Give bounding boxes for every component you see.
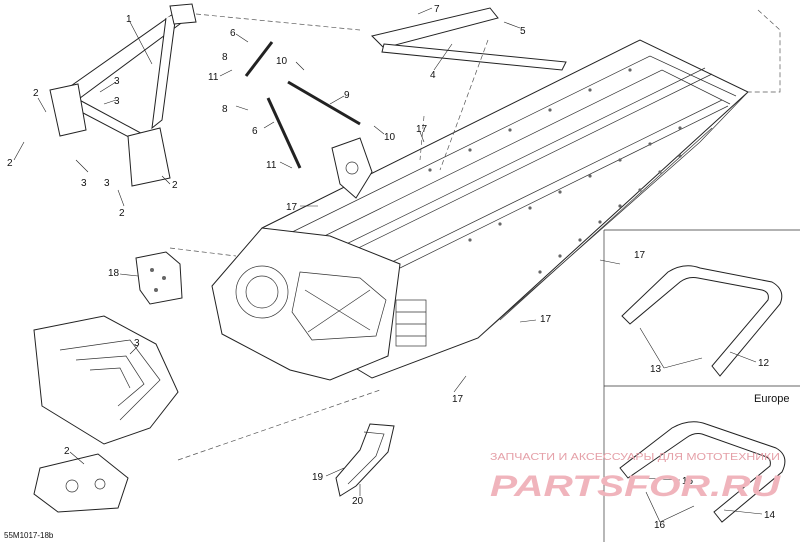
callout-19: 19 [312, 472, 324, 483]
support-rod-6-lower [266, 97, 302, 169]
callout-3: 3 [114, 76, 120, 87]
callout-18: 18 [108, 268, 120, 279]
document-code: 55M1017-18b [4, 531, 54, 540]
callout-12: 12 [758, 358, 770, 369]
steering-support-1 [49, 3, 197, 187]
callout-6: 6 [252, 126, 258, 137]
watermark-logo: PARTSFOR.RU [490, 470, 782, 503]
callout-2: 2 [64, 446, 70, 457]
upper-support-4 [371, 7, 567, 71]
callout-labels: 1 2 2 2 2 2 3 3 3 3 3 4 5 6 6 7 8 8 9 10… [7, 4, 776, 531]
callout-9: 9 [344, 90, 350, 101]
tunnel-assembly [211, 39, 749, 381]
callout-17: 17 [540, 314, 552, 325]
callout-3: 3 [81, 178, 87, 189]
callout-10: 10 [276, 56, 288, 67]
callout-3: 3 [114, 96, 120, 107]
watermark: ЗАПЧАСТИ И АКСЕССУАРЫ ДЛЯ МОТОТЕХНИКИ PA… [490, 452, 782, 503]
callout-13: 13 [650, 364, 662, 375]
callout-16: 16 [654, 520, 666, 531]
watermark-text: ЗАПЧАСТИ И АКСЕССУАРЫ ДЛЯ МОТОТЕХНИКИ [490, 452, 780, 463]
callout-3: 3 [104, 178, 110, 189]
callout-15: 15 [682, 476, 694, 487]
front-bracket-2 [33, 453, 129, 513]
leader-lines [13, 7, 763, 523]
callout-4: 4 [430, 70, 436, 81]
callout-17: 17 [634, 250, 646, 261]
rear-bumper-14 [619, 421, 786, 523]
callout-10: 10 [384, 132, 396, 143]
callout-3: 3 [134, 338, 140, 349]
support-rod-9 [287, 80, 361, 126]
callout-14: 14 [764, 510, 776, 521]
callout-2: 2 [172, 180, 178, 191]
small-bracket [331, 137, 373, 199]
callout-8: 8 [222, 52, 228, 63]
tunnel-holes [428, 68, 682, 274]
callout-20: 20 [352, 496, 364, 507]
assembly-lines [169, 9, 781, 461]
callout-8: 8 [222, 104, 228, 115]
callout-5: 5 [520, 26, 526, 37]
region-label-europe: Europe [754, 393, 789, 405]
rear-bumper-12 [621, 265, 783, 377]
inset-frame [603, 229, 800, 542]
callout-6: 6 [230, 28, 236, 39]
support-rod-6-upper [244, 41, 274, 77]
callout-1: 1 [126, 14, 132, 25]
callout-17: 17 [452, 394, 464, 405]
guard-19-20 [335, 423, 395, 497]
callout-2: 2 [7, 158, 13, 169]
plate-18 [135, 251, 183, 305]
callout-2: 2 [33, 88, 39, 99]
callout-17: 17 [286, 202, 298, 213]
callout-11: 11 [208, 72, 219, 83]
footrest-assembly [33, 315, 179, 445]
callout-17: 17 [416, 124, 428, 135]
callout-11: 11 [266, 160, 277, 171]
callout-7: 7 [434, 4, 440, 15]
callout-2: 2 [119, 208, 125, 219]
